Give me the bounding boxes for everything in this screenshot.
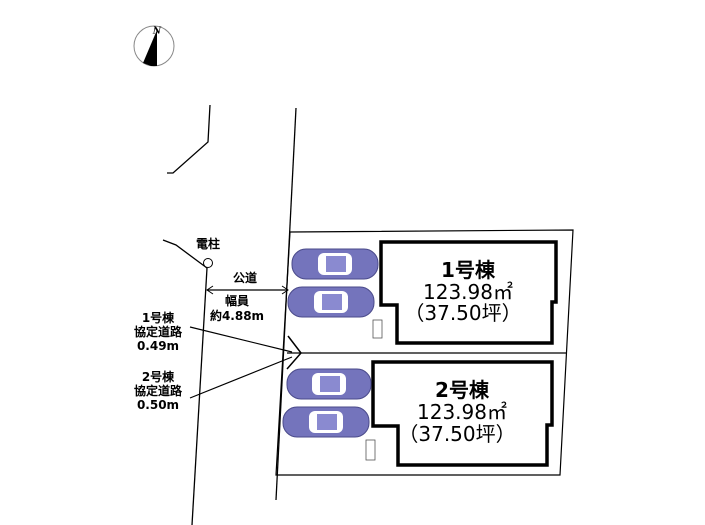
agreement-road-2-value: 0.50m xyxy=(136,398,180,412)
car-icon xyxy=(282,406,370,438)
road-name: 公道 xyxy=(232,271,258,285)
car-icon xyxy=(286,368,372,400)
building-2-area-tsubo: （37.50坪） xyxy=(398,422,516,446)
road-width-arrow xyxy=(206,285,289,295)
agreement-road-2-label: 協定道路 xyxy=(133,384,183,398)
agreement-road-1-building: 1号棟 xyxy=(141,311,175,325)
building-outlines xyxy=(371,240,558,467)
lot-outline xyxy=(189,229,574,476)
agreement-road-1-label: 協定道路 xyxy=(133,325,183,339)
agreement-road-1-value: 0.49m xyxy=(136,339,180,353)
building-2-name: 2号棟 xyxy=(435,378,489,402)
building-1-area-sqm: 123.98㎡ xyxy=(423,280,513,304)
car-icon xyxy=(291,248,379,280)
agreement-road-2-building: 2号棟 xyxy=(141,370,175,384)
utility-pole-icon xyxy=(203,258,213,268)
compass-north-label: N xyxy=(152,26,162,37)
compass-icon xyxy=(133,25,175,67)
building-1-name: 1号棟 xyxy=(441,258,495,282)
building-1-area-tsubo: （37.50坪） xyxy=(404,301,522,325)
building-2-area-sqm: 123.98㎡ xyxy=(417,400,507,424)
parking-cars xyxy=(282,248,379,438)
road-width-label: 幅員 xyxy=(224,294,250,308)
road-width-value: 約4.88m xyxy=(209,309,265,323)
utility-pole-label: 電柱 xyxy=(195,237,221,251)
car-icon xyxy=(287,286,375,318)
entrance-steps xyxy=(365,319,383,461)
